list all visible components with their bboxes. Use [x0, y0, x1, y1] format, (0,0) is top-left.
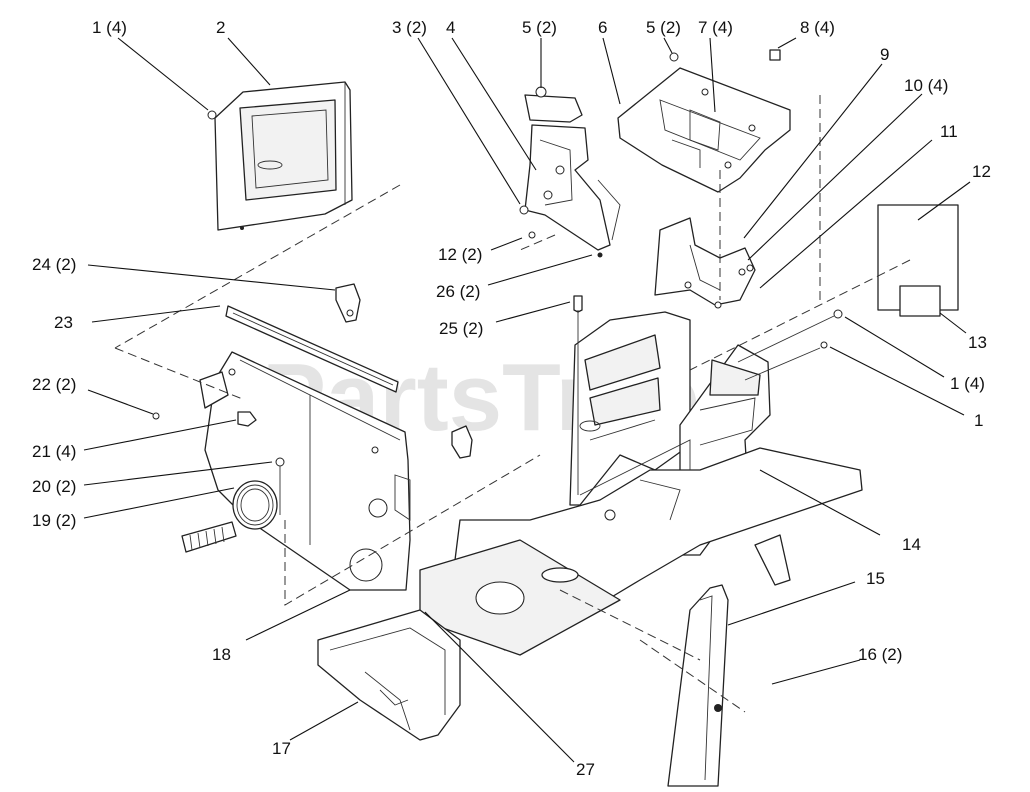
callout-16-2: 16 (2) — [858, 645, 902, 664]
callout-25-2: 25 (2) — [439, 319, 483, 338]
shaft — [181, 521, 237, 553]
part-23-trim-strip — [225, 305, 399, 393]
callout-27: 27 — [576, 760, 595, 779]
callout-8-4: 8 (4) — [800, 18, 835, 37]
callout-1: 1 — [974, 411, 983, 430]
small-hardware — [152, 49, 843, 515]
callout-21-4: 21 (4) — [32, 442, 76, 461]
callout-4: 4 — [446, 18, 455, 37]
alignment-lines — [114, 95, 911, 713]
callout-labels: 1 (4) 2 3 (2) 4 5 (2) 6 5 (2) 7 (4) 8 (4… — [32, 18, 991, 779]
callout-10-4: 10 (4) — [904, 76, 948, 95]
part-4-bracket — [524, 94, 621, 251]
part-2-dash-panel — [214, 81, 353, 231]
callout-23: 23 — [54, 313, 73, 332]
part-19-grommet — [232, 480, 278, 530]
callout-14: 14 — [902, 535, 921, 554]
callout-19-2: 19 (2) — [32, 511, 76, 530]
callout-5-2-right: 5 (2) — [646, 18, 681, 37]
callout-5-2-left: 5 (2) — [522, 18, 557, 37]
callout-26-2: 26 (2) — [436, 282, 480, 301]
leader-lines — [83, 37, 971, 763]
callout-7-4: 7 (4) — [698, 18, 733, 37]
callout-11: 11 — [940, 122, 958, 141]
callout-2: 2 — [216, 18, 225, 37]
callout-9: 9 — [880, 45, 889, 64]
part-6-mount-plate — [617, 67, 791, 193]
part-15-side-rail — [667, 584, 729, 787]
part-9-brace — [654, 217, 756, 306]
part-12-decal — [877, 204, 959, 317]
callout-12: 12 — [972, 162, 991, 181]
callout-12-2: 12 (2) — [438, 245, 482, 264]
callout-13: 13 — [968, 333, 987, 352]
callout-6: 6 — [598, 18, 607, 37]
callout-17: 17 — [272, 739, 291, 758]
callout-3-2: 3 (2) — [392, 18, 427, 37]
callout-1-4: 1 (4) — [92, 18, 127, 37]
callout-22-2: 22 (2) — [32, 375, 76, 394]
callout-20-2: 20 (2) — [32, 477, 76, 496]
callout-18: 18 — [212, 645, 231, 664]
part-frame — [317, 439, 863, 741]
callout-1-4-right: 1 (4) — [950, 374, 985, 393]
callout-15: 15 — [866, 569, 885, 588]
callout-24-2: 24 (2) — [32, 255, 76, 274]
